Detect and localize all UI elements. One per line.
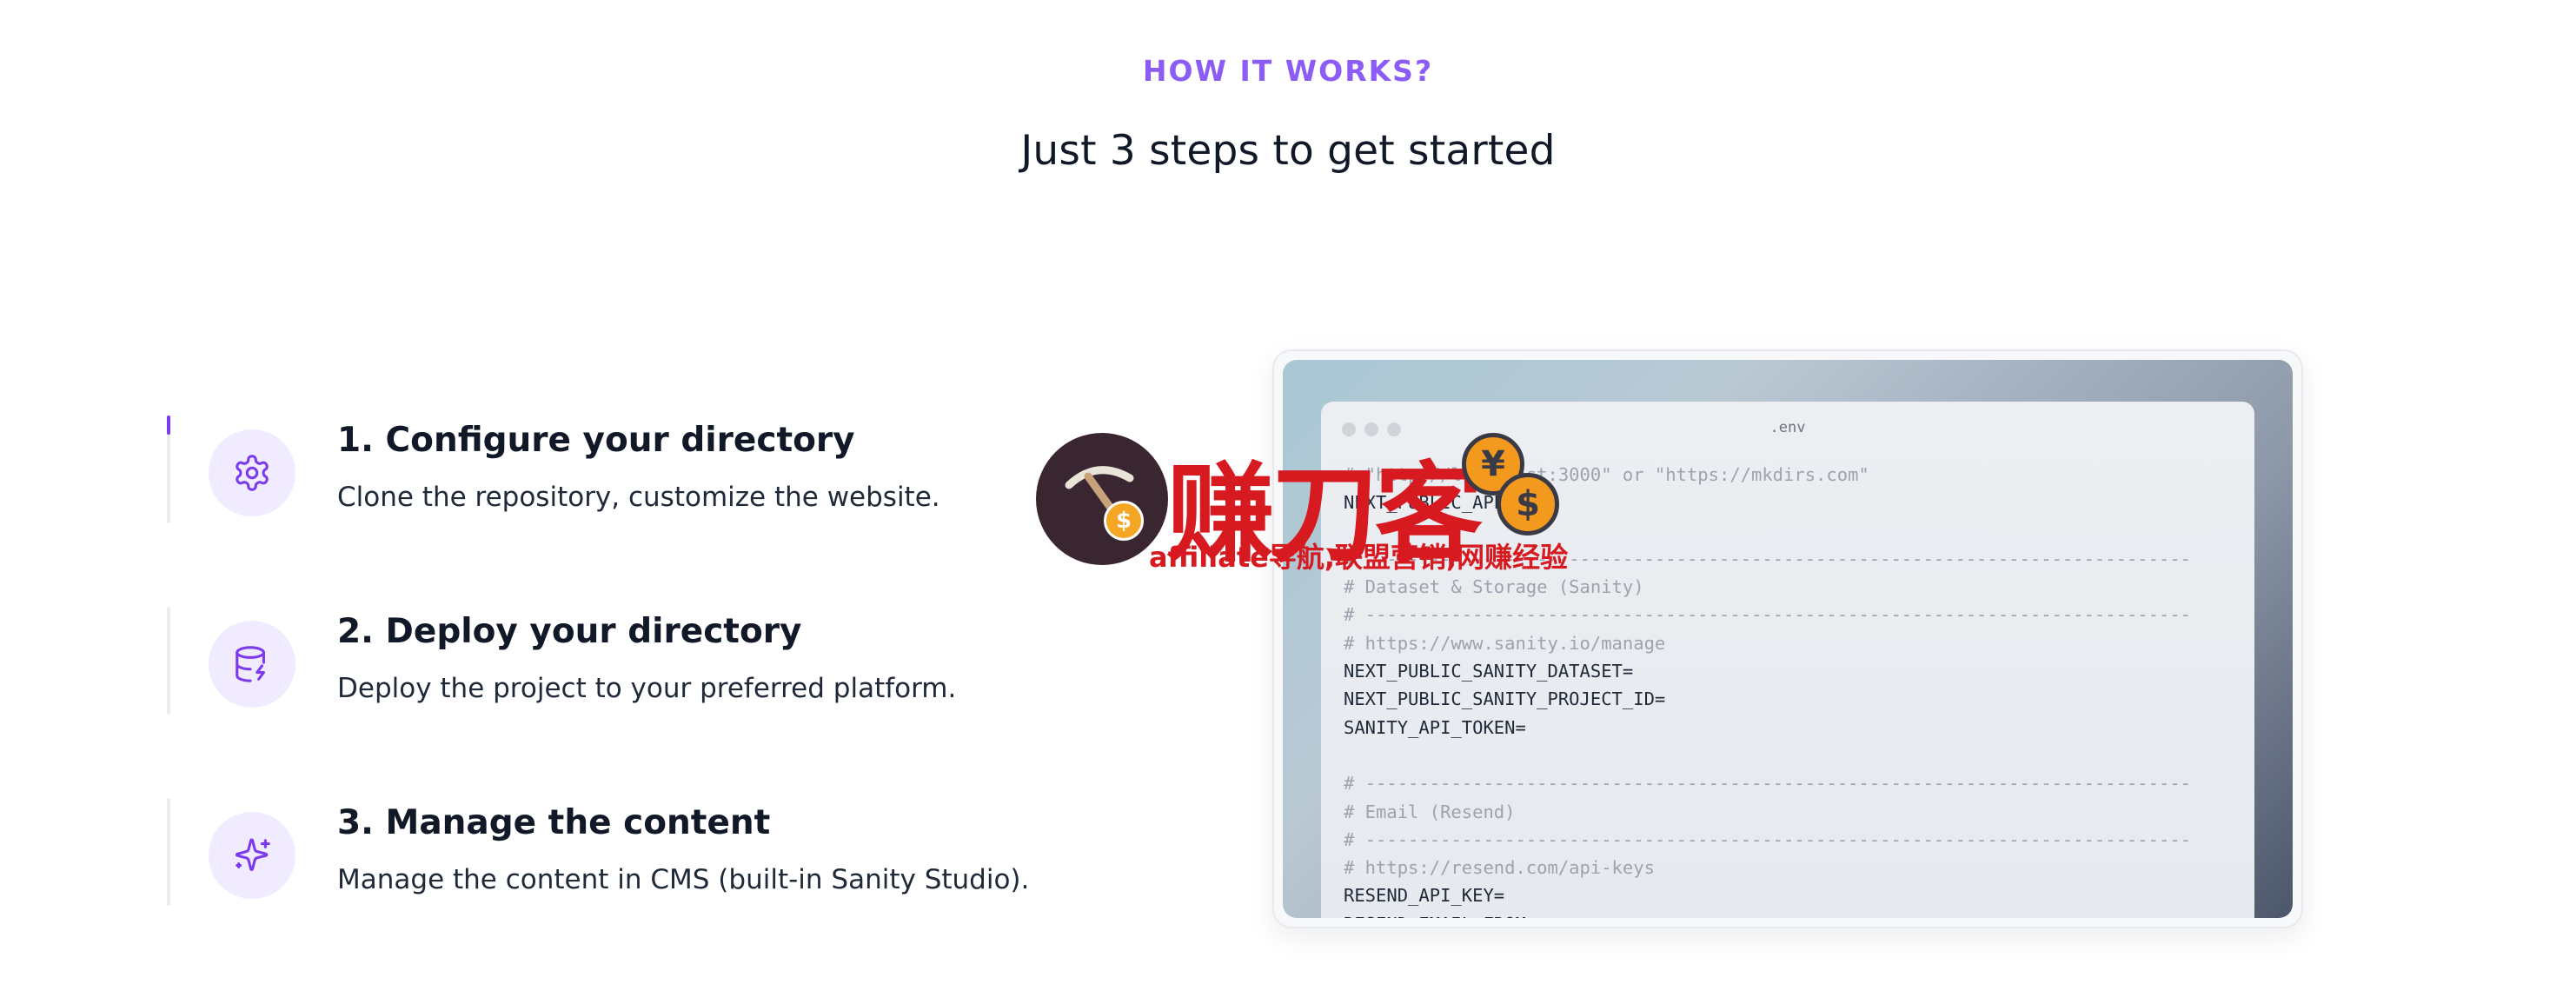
window-dot-minimize bbox=[1364, 422, 1378, 436]
database-bolt-icon bbox=[209, 621, 295, 708]
section-eyebrow: HOW IT WORKS? bbox=[1142, 54, 1434, 88]
step-description: Deploy the project to your preferred pla… bbox=[337, 673, 957, 704]
code-line: # https://www.sanity.io/manage bbox=[1344, 632, 1666, 654]
code-preview-card: .env # "http://localhost:3000" or "https… bbox=[1272, 349, 2303, 928]
step-title: 2. Deploy your directory bbox=[337, 612, 802, 651]
watermark-subtitle: affiliate导航,联盟营销,网赚经验 bbox=[1149, 541, 1569, 574]
watermark-logo: $ 赚刀客 ¥ $ affiliate导航,联盟营销,网赚经验 bbox=[1036, 433, 1569, 577]
step-progress-rail bbox=[167, 416, 170, 523]
step-item-deploy[interactable]: 2. Deploy your directory Deploy the proj… bbox=[167, 600, 1071, 791]
window-dot-close bbox=[1342, 422, 1356, 436]
step-item-manage[interactable]: 3. Manage the content Manage the content… bbox=[167, 791, 1071, 982]
coins-icon: ¥ $ bbox=[1462, 433, 1566, 546]
gear-icon bbox=[209, 429, 295, 516]
preview-background: .env # "http://localhost:3000" or "https… bbox=[1283, 360, 2293, 918]
code-line bbox=[1344, 742, 2234, 769]
step-description: Manage the content in CMS (built-in Sani… bbox=[337, 864, 1030, 895]
yen-coin-icon: ¥ bbox=[1462, 433, 1524, 496]
code-line: RESEND_EMAIL_FROM= bbox=[1344, 910, 2234, 918]
step-item-configure[interactable]: 1. Configure your directory Clone the re… bbox=[167, 409, 1071, 600]
code-line: RESEND_API_KEY= bbox=[1344, 885, 1505, 907]
steps-list: 1. Configure your directory Clone the re… bbox=[167, 409, 1071, 982]
code-line: # --------------------------------------… bbox=[1344, 548, 2192, 569]
watermark-title: 赚刀客 bbox=[1166, 451, 1483, 577]
code-line: # --------------------------------------… bbox=[1344, 604, 2192, 626]
code-line: # Email (Resend) bbox=[1344, 801, 1516, 822]
step-progress-rail bbox=[167, 798, 170, 906]
code-line: SANITY_API_TOKEN= bbox=[1344, 716, 1526, 738]
window-dot-maximize bbox=[1387, 422, 1401, 436]
window-controls bbox=[1342, 422, 1401, 436]
file-name-label: .env bbox=[1769, 419, 1806, 436]
code-line: NEXT_PUBLIC_SANITY_PROJECT_ID= bbox=[1344, 688, 1666, 710]
code-line: # --------------------------------------… bbox=[1344, 828, 2192, 850]
step-title: 1. Configure your directory bbox=[337, 421, 855, 460]
dollar-coin-icon: $ bbox=[1497, 473, 1559, 535]
code-line: # https://resend.com/api-keys bbox=[1344, 857, 1655, 879]
code-line: # Dataset & Storage (Sanity) bbox=[1344, 576, 1644, 598]
sparkles-icon bbox=[209, 812, 295, 899]
section-headline: Just 3 steps to get started bbox=[1020, 127, 1556, 175]
step-description: Clone the repository, customize the webs… bbox=[337, 482, 940, 513]
step-title: 3. Manage the content bbox=[337, 803, 771, 842]
pickaxe-badge-icon: $ bbox=[1036, 433, 1168, 565]
env-code-block: # "http://localhost:3000" or "https://mk… bbox=[1344, 461, 2234, 918]
code-line: # --------------------------------------… bbox=[1344, 773, 2192, 795]
step-progress-rail bbox=[167, 607, 170, 715]
code-line: NEXT_PUBLIC_SANITY_DATASET= bbox=[1344, 661, 1634, 682]
dollar-coin-icon: $ bbox=[1104, 501, 1144, 541]
